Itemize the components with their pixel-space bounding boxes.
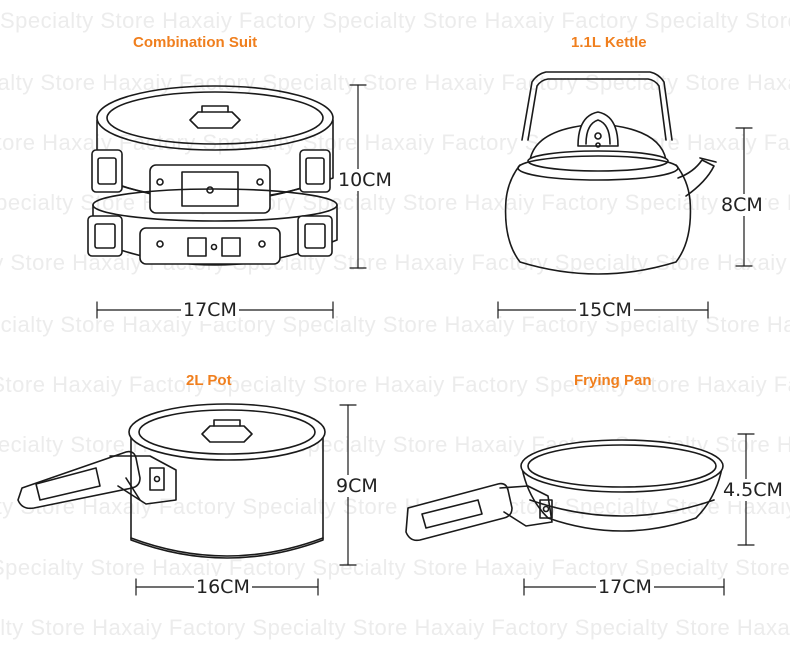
combination-suit-height-label: 10CM — [336, 169, 394, 191]
combination-suit-width-label: 17CM — [181, 299, 239, 321]
watermark-row: Specialty Store Haxaiy Factory Specialty… — [0, 70, 790, 95]
watermark-row: Specialty Store Haxaiy Factory Specialty… — [0, 8, 790, 33]
kettle-drawing — [504, 71, 717, 275]
pot-drawing — [17, 403, 326, 559]
frying-pan-drawing — [405, 439, 724, 542]
kettle-height-label: 8CM — [719, 194, 765, 216]
frying-pan-height-label: 4.5CM — [721, 479, 785, 501]
combination-suit-drawing — [87, 85, 338, 266]
combination-suit-title: Combination Suit — [133, 34, 258, 51]
watermark-row: Specialty Store Haxaiy Factory Specialty… — [0, 615, 790, 640]
pot-title: 2L Pot — [186, 372, 232, 389]
watermark-row: Specialty Store Haxaiy Factory Specialty… — [0, 190, 790, 215]
watermark-row: Specialty Store Haxaiy Factory Specialty… — [0, 555, 790, 580]
pot-width-label: 16CM — [194, 576, 252, 598]
pot-height-label: 9CM — [334, 475, 380, 497]
frying-pan-title: Frying Pan — [574, 372, 652, 389]
kettle-width-label: 15CM — [576, 299, 634, 321]
watermark-row: Specialty Store Haxaiy Factory Specialty… — [0, 372, 790, 397]
kettle-title: 1.1L Kettle — [571, 34, 647, 51]
watermark-row: Specialty Store Haxaiy Factory Specialty… — [0, 312, 790, 337]
frying-pan-width-label: 17CM — [596, 576, 654, 598]
